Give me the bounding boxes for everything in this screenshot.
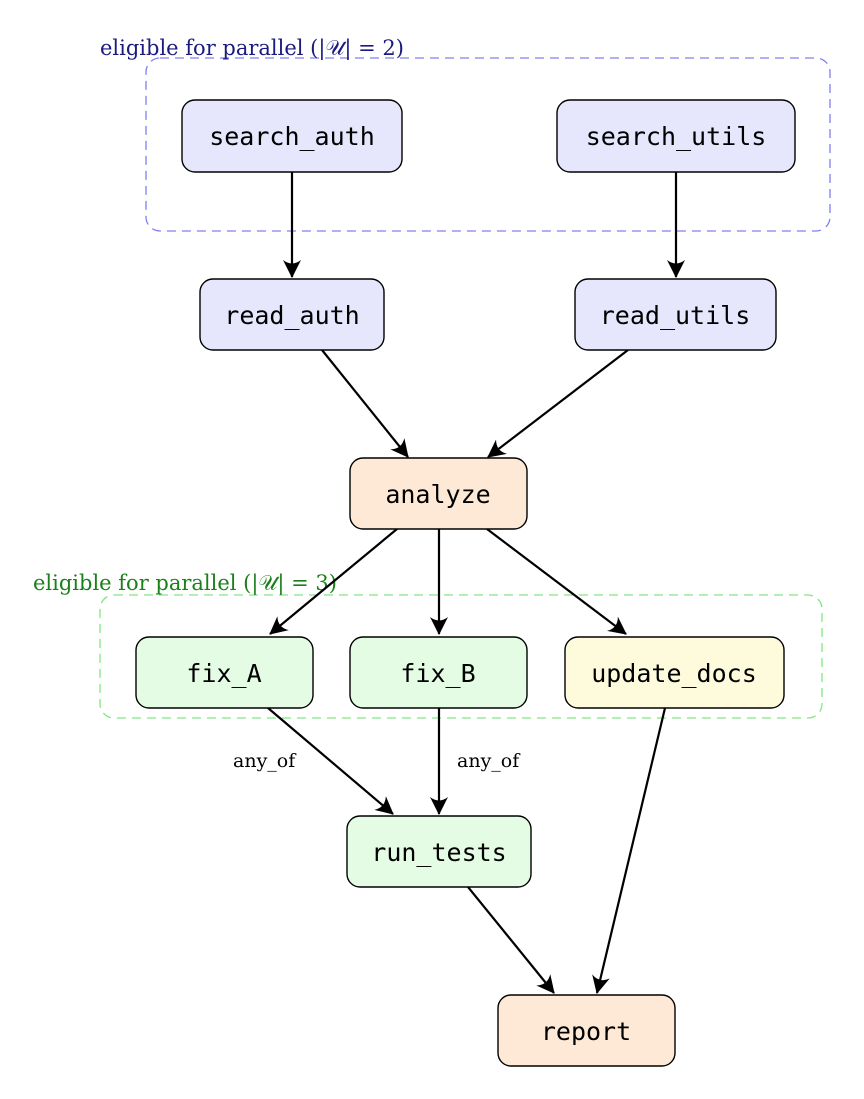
node-fix-b-label: fix_B [400, 659, 475, 688]
edges [267, 172, 685, 994]
node-read-utils-label: read_utils [600, 301, 751, 330]
edge-analyze-to-update-docs [486, 528, 627, 635]
edge-label-fix-a-any-of: any_of [233, 750, 297, 772]
edge-read-auth-to-analyze [321, 349, 409, 458]
node-update-docs-label: update_docs [591, 659, 757, 688]
parallel-group-2: eligible for parallel (|𝒰| = 2) [100, 36, 831, 232]
node-analyze-label: analyze [385, 480, 490, 509]
node-search-auth-label: search_auth [209, 122, 375, 151]
node-read-auth: read_auth [199, 278, 385, 351]
parallel-group-3-boundary [99, 594, 823, 719]
node-read-utils: read_utils [574, 278, 777, 351]
node-search-utils-label: search_utils [586, 122, 767, 151]
edge-label-fix-b-any-of: any_of [457, 750, 521, 772]
edge-fix-a-to-run-tests [267, 707, 394, 815]
node-report: report [497, 994, 676, 1067]
node-fix-a-label: fix_A [186, 659, 261, 688]
edge-labels: any_of any_of [233, 750, 521, 772]
node-read-auth-label: read_auth [224, 301, 359, 330]
node-fix-b: fix_B [349, 636, 528, 709]
parallel-group-3-label: eligible for parallel (|𝒰| = 3) [33, 571, 337, 596]
parallel-group-2-label: eligible for parallel (|𝒰| = 2) [100, 36, 404, 61]
edge-run-tests-to-report [467, 886, 555, 994]
node-fix-a: fix_A [135, 636, 314, 709]
edge-update-docs-to-report [592, 707, 667, 994]
parallel-group-2-boundary [145, 57, 831, 232]
parallel-group-3: eligible for parallel (|𝒰| = 3) [33, 571, 823, 719]
edge-analyze-to-fix-a [269, 528, 398, 635]
node-report-label: report [541, 1017, 631, 1046]
node-analyze: analyze [349, 457, 528, 530]
edge-read-utils-to-analyze [487, 349, 629, 458]
node-run-tests-label: run_tests [371, 838, 506, 867]
node-run-tests: run_tests [346, 815, 532, 888]
node-update-docs: update_docs [564, 636, 785, 709]
nodes: search_auth search_utils read_auth read_… [135, 99, 796, 1067]
node-search-utils: search_utils [556, 99, 796, 173]
node-search-auth: search_auth [181, 99, 403, 173]
